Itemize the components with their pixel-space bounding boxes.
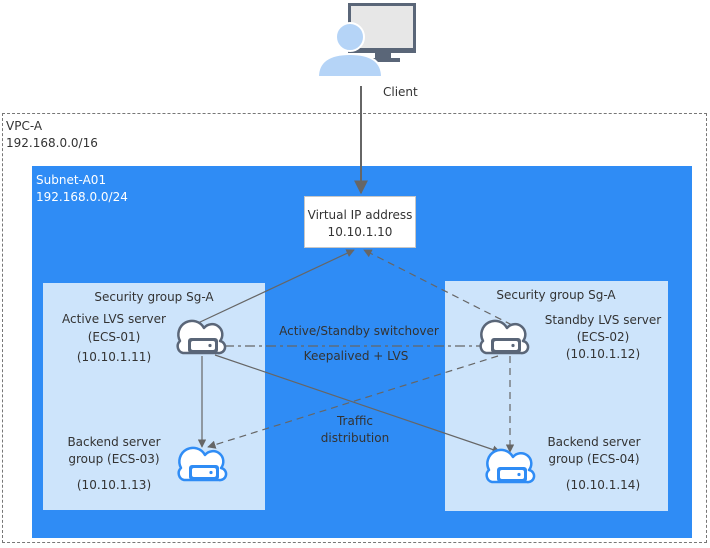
security-group-right-title: Security group Sg-A [496,288,616,302]
switchover-label: Active/Standby switchover [279,324,439,338]
active-lvs-server-icon [176,319,227,355]
backend2-id: group (ECS-04) [548,452,640,466]
virtual-ip-address: 10.10.1.10 [327,225,393,239]
backend2-ip: (10.10.1.14) [565,478,641,492]
backend-server-1-icon [177,446,228,482]
vpc-boundary [2,113,707,543]
subnet-cidr: 192.168.0.0/24 [36,190,128,204]
active-server-name: Active LVS server [62,312,166,326]
backend1-name: Backend server [67,435,161,449]
client-label: Client [383,85,418,99]
virtual-ip-title: Virtual IP address [307,208,413,222]
virtual-ip-box [304,196,416,248]
standby-server-id: (ECS-02) [576,330,630,344]
standby-server-ip: (10.10.1.12) [565,347,641,361]
security-group-left [43,283,265,510]
security-group-right [445,281,668,511]
standby-to-vip-arrow [363,249,513,326]
active-to-backend2-arrow [214,354,501,454]
standby-lvs-server-icon [479,319,530,355]
keepalived-label: Keepalived + LVS [303,349,409,363]
traffic-label-line2: distribution [320,431,390,445]
active-server-ip: (10.10.1.11) [76,350,152,364]
vpc-cidr: 192.168.0.0/16 [6,136,98,150]
standby-to-backend1-arrow [207,355,499,449]
subnet-name: Subnet-A01 [36,173,107,187]
backend1-ip: (10.10.1.13) [76,478,152,492]
active-server-id: (ECS-01) [87,330,141,344]
backend2-name: Backend server [547,435,641,449]
active-to-vip-arrow [197,249,355,324]
security-group-left-title: Security group Sg-A [94,290,214,304]
backend1-id: group (ECS-03) [68,452,160,466]
vpc-name: VPC-A [6,119,43,133]
standby-server-name: Standby LVS server [544,313,662,327]
backend-server-2-icon [485,448,536,484]
client-icon [316,3,416,78]
traffic-label-line1: Traffic [336,414,374,428]
